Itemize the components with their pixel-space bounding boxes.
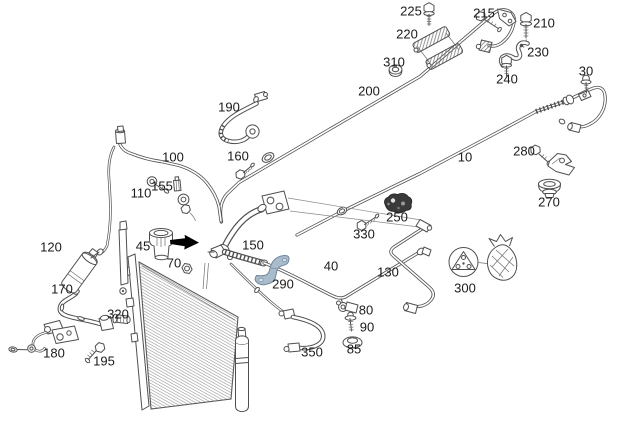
clamp-250-drawing — [384, 192, 413, 214]
part-label-220[interactable]: 220 — [396, 26, 418, 42]
part-label-350[interactable]: 350 — [301, 344, 323, 360]
hose-190-drawing — [218, 91, 268, 145]
part-label-250[interactable]: 250 — [386, 209, 408, 225]
part-label-130[interactable]: 130 — [377, 264, 399, 280]
pipe-130-drawing — [389, 219, 435, 314]
pipe-100-drawing — [96, 125, 223, 256]
part-label-225[interactable]: 225 — [400, 3, 422, 19]
part-label-280[interactable]: 280 — [513, 143, 535, 159]
plug-320-drawing — [112, 313, 131, 324]
condenser-drawing — [118, 220, 239, 411]
part-label-300[interactable]: 300 — [454, 280, 476, 296]
kit-300-drawing — [448, 234, 518, 281]
junction-block-drawing — [261, 190, 422, 228]
part-label-290[interactable]: 290 — [272, 276, 294, 292]
pipe-10-drawing — [295, 85, 607, 237]
part-label-100[interactable]: 100 — [162, 149, 184, 165]
screw-240-drawing — [501, 54, 512, 77]
hose-150-drawing — [207, 203, 291, 318]
part-label-85[interactable]: 85 — [346, 341, 362, 357]
part-label-90[interactable]: 90 — [359, 319, 375, 335]
part-label-30[interactable]: 30 — [578, 63, 594, 79]
valve-45-drawing — [149, 228, 173, 261]
bracket-220-drawing — [412, 26, 464, 70]
part-label-270[interactable]: 270 — [538, 194, 560, 210]
part-label-80[interactable]: 80 — [358, 302, 374, 318]
bolt-160-drawing — [235, 162, 255, 180]
part-label-10[interactable]: 10 — [457, 149, 473, 165]
bolt-110-drawing — [146, 176, 170, 194]
valve-180-drawing — [8, 320, 79, 353]
install-arrow-icon — [170, 234, 199, 250]
clip-290-drawing — [254, 254, 290, 286]
valve-80-drawing — [336, 300, 359, 314]
part-label-110[interactable]: 110 — [130, 185, 152, 201]
part-label-45[interactable]: 45 — [135, 238, 151, 254]
sensor-below-155-drawing — [177, 193, 196, 222]
grommet-85-drawing — [342, 336, 363, 349]
part-label-155[interactable]: 155 — [151, 178, 173, 194]
part-label-310[interactable]: 310 — [383, 54, 405, 70]
screw-30-drawing — [580, 74, 592, 94]
part-label-195[interactable]: 195 — [93, 353, 115, 369]
part-label-190[interactable]: 190 — [218, 99, 240, 115]
screw-215-drawing — [475, 11, 502, 33]
part-label-120[interactable]: 120 — [40, 239, 62, 255]
nut-70-drawing — [181, 263, 193, 274]
screw-225-drawing — [423, 2, 435, 26]
part-label-40[interactable]: 40 — [323, 258, 339, 274]
screw-210-drawing — [519, 11, 533, 48]
pipe-200-drawing — [218, 8, 517, 224]
part-label-180[interactable]: 180 — [43, 345, 65, 361]
screw-90-drawing — [344, 311, 357, 332]
hose-170-drawing — [57, 289, 114, 331]
part-label-210[interactable]: 210 — [533, 15, 555, 31]
receiver-drier-drawing — [235, 326, 249, 413]
pipe-40-drawing — [262, 246, 432, 305]
hose-350-drawing — [278, 308, 326, 353]
clip-155-drawing — [173, 176, 182, 192]
part-label-240[interactable]: 240 — [496, 71, 518, 87]
grommet-270-drawing — [538, 178, 561, 198]
part-label-330[interactable]: 330 — [353, 226, 375, 242]
part-label-160[interactable]: 160 — [227, 148, 249, 164]
part-label-215[interactable]: 215 — [473, 5, 495, 21]
receiver-120-drawing — [61, 248, 100, 294]
nut-310-drawing — [388, 64, 403, 78]
part-label-320[interactable]: 320 — [107, 306, 129, 322]
part-label-200[interactable]: 200 — [358, 83, 380, 99]
screw-330-drawing — [356, 213, 380, 231]
bracket-280-drawing — [547, 153, 575, 176]
part-label-70[interactable]: 70 — [166, 255, 182, 271]
screw-195-drawing — [84, 342, 106, 364]
part-label-170[interactable]: 170 — [51, 281, 73, 297]
part-label-150[interactable]: 150 — [242, 237, 264, 253]
part-label-230[interactable]: 230 — [527, 44, 549, 60]
